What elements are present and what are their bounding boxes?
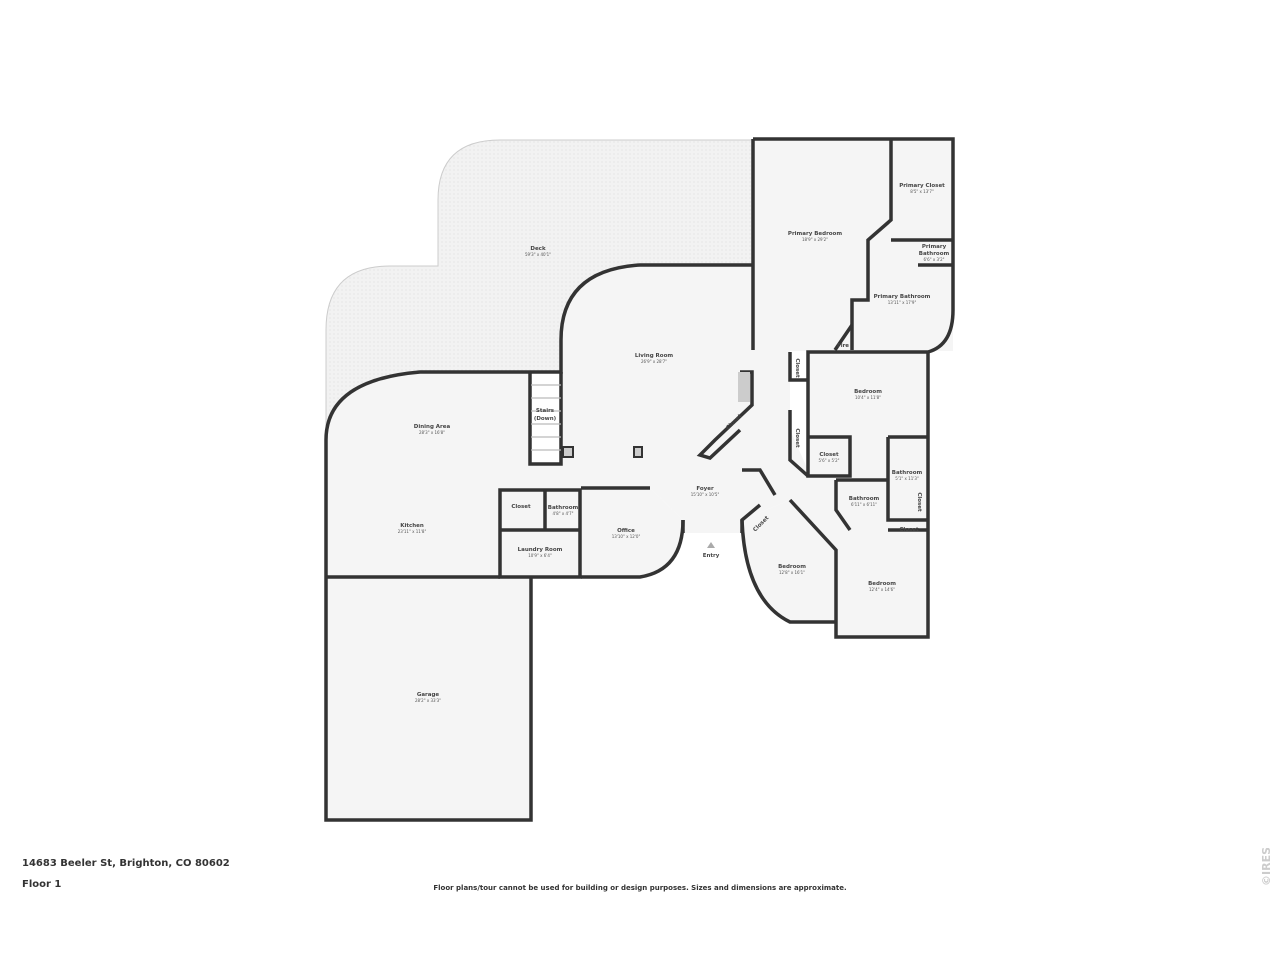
label-closet: Closet [511,504,531,510]
label-primary-bath-small-2: Bathroom [919,251,950,257]
label-kitchen: Kitchen [400,523,424,529]
label-bathroom-small: Bathroom [548,505,579,511]
label-fire: Fire [837,343,849,349]
dim-bathroom-2: 5'1" x 11'3" [895,476,919,481]
ires-watermark: ©IRES [1260,848,1273,886]
dim-bedroom-1: 10'4" x 11'8" [855,395,881,400]
svg-text:©IRES: ©IRES [1260,848,1273,886]
label-foyer: Foyer [696,486,714,492]
dim-bedroom-3: 12'4" x 14'6" [869,587,895,592]
disclaimer: Floor plans/tour cannot be used for buil… [433,884,847,892]
label-dining-area: Dining Area [414,424,451,430]
dim-garage: 28'2" x 33'3" [415,698,441,703]
label-closet-b3b: Closet [899,527,919,533]
floor-label: Floor 1 [22,879,62,890]
label-closet-hall-1: Closet [794,358,800,378]
label-office: Office [617,528,635,534]
dim-primary-bathroom: 13'11" x 17'9" [888,300,917,305]
dim-closet-bedroom-1: 5'6" x 5'2" [819,458,840,463]
label-laundry-room: Laundry Room [518,547,563,553]
dim-deck: 59'3" x 40'1" [525,252,551,257]
label-bathroom-2: Bathroom [892,470,923,476]
dim-living-room: 26'9" x 28'7" [641,359,667,364]
label-primary-bedroom: Primary Bedroom [788,231,842,237]
dim-office: 13'10" x 12'0" [612,534,641,539]
label-primary-closet: Primary Closet [899,183,945,189]
label-bedroom-2: Bedroom [778,564,806,570]
dim-bathroom-3: 6'11" x 6'11" [851,502,877,507]
dim-foyer: 15'10" x 10'5" [691,492,720,497]
label-living-room: Living Room [635,353,673,359]
dim-bathroom-small: 4'8" x 4'7" [553,511,574,516]
entry-arrow-icon [707,542,715,548]
label-closet-b3a: Closet [916,492,922,512]
label-entry: Entry [703,553,720,559]
dim-primary-bath-small: 6'6" x 3'2" [924,257,945,262]
label-primary-bathroom: Primary Bathroom [874,294,931,300]
label-closet-hall-2: Closet [794,428,800,448]
label-closet-bedroom-1: Closet [819,452,839,458]
label-deck: Deck [530,246,546,252]
room-floors [326,139,953,820]
dim-dining-area: 28'3" x 16'8" [419,430,445,435]
label-bathroom-3: Bathroom [849,496,880,502]
dim-primary-bedroom: 18'9" x 29'2" [802,237,828,242]
fixtures [531,372,750,548]
label-stairs-down: (Down) [534,416,557,422]
label-primary-bath-small: Primary [922,244,947,250]
label-stairs: Stairs [536,408,555,414]
label-bedroom-3: Bedroom [868,581,896,587]
walls [324,137,955,822]
room-labels: Deck 59'3" x 40'1" Primary Bedroom 18'9"… [398,183,950,703]
address: 14683 Beeler St, Brighton, CO 80602 [22,858,230,869]
dim-kitchen: 23'11" x 11'8" [398,529,427,534]
dim-laundry-room: 10'9" x 6'4" [528,553,552,558]
label-bedroom-1: Bedroom [854,389,882,395]
dim-primary-closet: 8'5" x 13'7" [910,189,934,194]
label-garage: Garage [417,692,440,698]
dim-bedroom-2: 12'8" x 16'1" [779,570,805,575]
